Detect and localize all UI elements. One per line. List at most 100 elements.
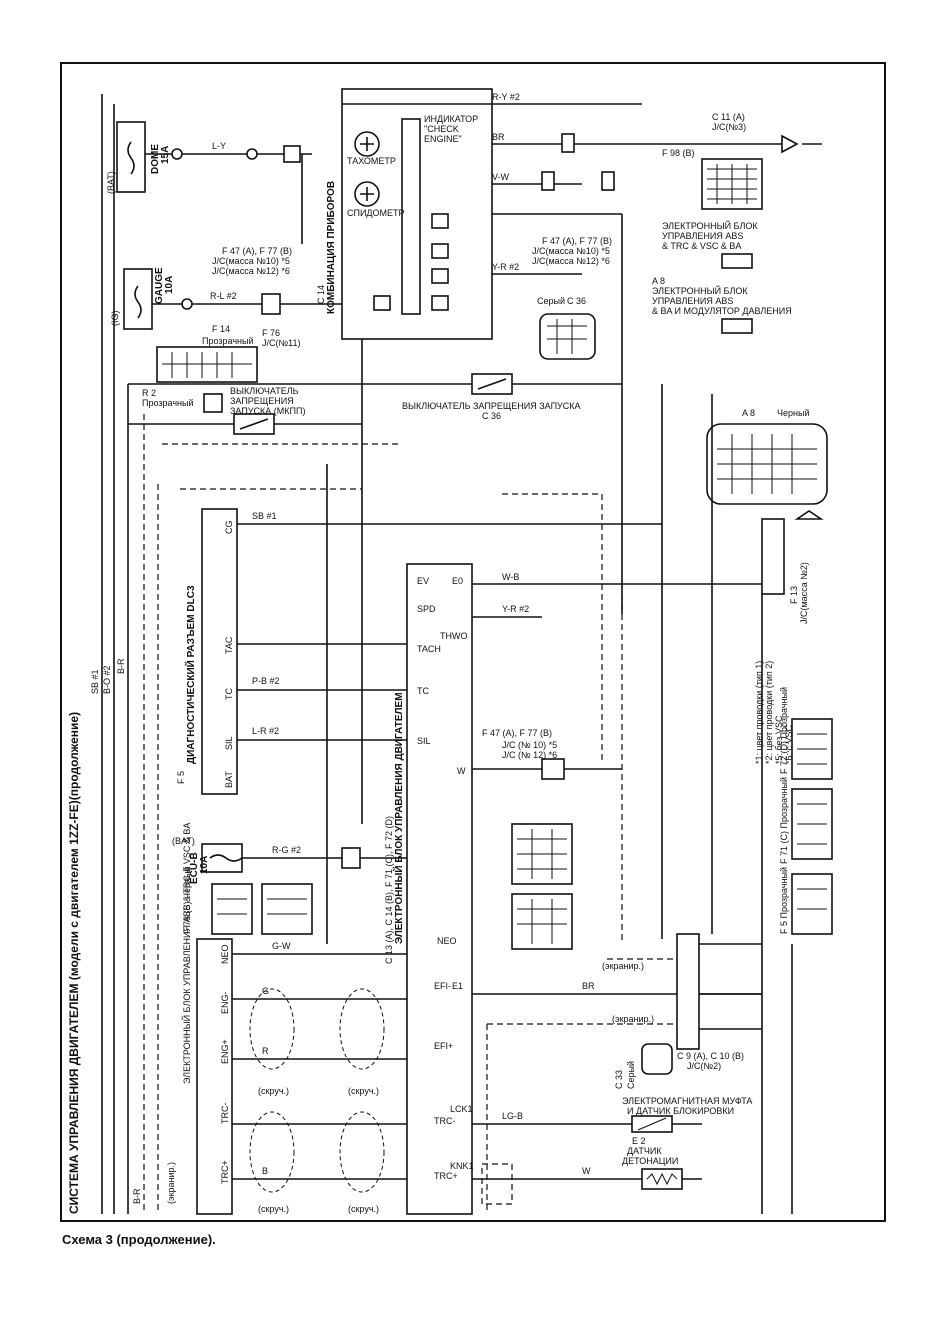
abs-ecu-label-3: & TRC & VSC & BA [662,241,741,251]
ecu-pin-knk1: KNK1 [450,1161,474,1171]
abs-ecu-label-2: УПРАВЛЕНИЯ ABS [662,231,743,241]
lockup-solenoid: ЭЛЕКТРОМАГНИТНАЯ МУФТА И ДАТЧИК БЛОКИРОВ… [622,1096,752,1146]
connector-a8-black: A 8 Черный [706,408,828,505]
wire-wb-label: SB #1 [252,511,277,521]
abs-ecu-top: ЭЛЕКТРОННЫЙ БЛОК УПРАВЛЕНИЯ ABS & TRC & … [652,148,792,334]
dlc3-pin-tc: TC [224,688,234,700]
a8-id: A 8 [742,408,755,418]
ecu-pin-lck1: LCK1 [450,1104,473,1114]
ecu-connector-pictures [211,823,573,950]
left-wire-label-br1: B-R [116,658,126,674]
wire-rg-label: R-G #2 [272,845,301,855]
dome-label: DOME [150,144,161,174]
wire-lgb-label: LG-B [502,1111,523,1121]
c36-id: C 36 [567,296,586,306]
combination-meter: ТАХОМЕТР СПИДОМЕТР ИНДИКАТОР "CHECK ENGI… [316,88,493,340]
diagram-sheet: СИСТЕМА УПРАВЛЕНИЯ ДВИГАТЕЛЕМ (модели с … [60,62,886,1222]
abs-f98-id: F 98 (B) [662,148,695,158]
note-4: *6: с VSC [784,724,794,764]
ecu-pin-thwo: THWO [440,631,468,641]
jc4-block: F 47 (A), F 77 (B) J/C (№ 10) *5 J/C (№ … [482,728,565,780]
abs-ecu2-label-1: ЭЛЕКТРОННЫЙ БЛОК [652,285,748,296]
left-wire-label-shield: (экранир.) [166,1162,176,1204]
wire-vw-label: V-W [492,172,510,182]
engine-ecu-label: ЭЛЕКТРОННЫЙ БЛОК УПРАВЛЕНИЯ ДВИГАТЕЛЕМ [392,692,405,944]
at-switch-id: C 36 [482,411,501,421]
connector-c36: Серый C 36 [537,296,596,360]
wiring-diagram: СИСТЕМА УПРАВЛЕНИЯ ДВИГАТЕЛЕМ (модели с … [67,88,833,1215]
fuse-ecub: (BAT) ECU-B 10A R-G #2 [172,836,407,884]
c33-color: Серый [626,1061,636,1089]
wire-spd-label: Y-R #2 [502,604,529,614]
figure-caption: Схема 3 (продолжение). [62,1232,216,1247]
shield-label-2: (экранир.) [612,1014,654,1024]
jc1-id: F 47 (A), F 77 (B) [222,246,292,256]
ecu-pin-neo: NEO [437,936,457,946]
indicator-label-2: "CHECK [424,124,459,134]
wire-r-label: R [262,1046,269,1056]
ecub-rating: 10A [199,856,210,874]
wire-gw-label: G-W [272,941,291,951]
left-wire-label-br2: B-R [132,1188,142,1204]
mt-switch-label-3: ЗАПУСКА (МКПП) [230,406,305,416]
jc4-id: F 47 (A), F 77 (B) [482,728,552,738]
twisted-label-2: (скруч.) [348,1086,379,1096]
abs-pin-neo: NEO [220,944,230,964]
wire-e1-label: BR [582,981,595,991]
clutch-id: E 2 [632,1136,646,1146]
knock-label-2: ДЕТОНАЦИИ [622,1156,678,1166]
jc6-mass12: J/C(масса №12) *6 [532,256,610,266]
jc3-label: J/C(№3) [712,122,746,132]
wire-lr-label: L-R #2 [252,726,279,736]
right-connectors: F 72 (D) Прозрачный F 71 (C) Прозрачный … [182,687,833,935]
tachometer-label: ТАХОМЕТР [347,156,396,166]
knock-label-1: ДАТЧИК [627,1146,662,1156]
mt-switch-color: Прозрачный [142,398,193,408]
wire-ly-label: L-Y [212,141,226,151]
at-switch-label: ВЫКЛЮЧАТЕЛЬ ЗАПРЕЩЕНИЯ ЗАПУСКА [402,401,581,411]
label-bat1: (BAT) [106,171,116,194]
ecu-pin-efi-minus: EFI- [434,981,451,991]
f14-color: Прозрачный [202,336,253,346]
ecu-pin-e1: E1 [452,981,463,991]
wire-br-label: BR [492,132,505,142]
speedometer-label: СПИДОМЕТР [347,208,405,218]
diagram-title: СИСТЕМА УПРАВЛЕНИЯ ДВИГАТЕЛЕМ (модели с … [67,712,81,1214]
jc1-mass10: J/C(масса №10) *5 [212,256,290,266]
jc11-label: J/C(№11) [262,338,301,348]
c36-color: Серый [537,296,565,306]
twisted-label-1: (скруч.) [258,1086,289,1096]
ecu-pin-tach: TACH [417,644,441,654]
dlc3-id: F 5 [176,771,186,784]
dlc3-pin-sil: SIL [224,736,234,750]
jc4-no12: J/C (№ 12) *6 [502,750,557,760]
ecub-label: ECU-B [189,852,200,884]
ecu-pin-spd: SPD [417,604,436,614]
gauge-rating: 10A [164,276,175,294]
abs-pin-trc-plus: TRC+ [220,1160,230,1184]
mt-switch-id: R 2 [142,388,156,398]
jc6-mass10: J/C(масса №10) *5 [532,246,610,256]
connector-c33: C 33 Серый C 9 (A), C 10 (B) J/C(№2) [614,1043,744,1089]
jc5-label: J/C(№2) [687,1061,721,1071]
abs-ecu2-id: A 8 [652,276,665,286]
abs-ecu2-label-2: УПРАВЛЕНИЯ ABS [652,296,733,306]
dlc3-pin-bat: BAT [224,771,234,788]
gauge-label: GAUGE [154,267,165,304]
abs-pin-trc-minus: TRC- [220,1103,230,1125]
abs-ecu2-label-3: & BA И МОДУЛЯТОР ДАВЛЕНИЯ [652,306,792,316]
connector-f71-label: F 71 (C) Прозрачный [779,777,789,864]
dome-rating: 15A [160,146,171,164]
label-ig: (IG) [110,311,120,327]
fuse-dome: (BAT) DOME 15A L-Y [106,121,312,194]
clutch-label-1: ЭЛЕКТРОМАГНИТНАЯ МУФТА [622,1096,752,1106]
abs-ecu-label-1: ЭЛЕКТРОННЫЙ БЛОК [662,220,758,231]
wire-e0-label: W-B [502,572,519,582]
abs-ecu-left: ЭЛЕКТРОННЫЙ БЛОК УПРАВЛЕНИЯ ABS & TRC & … [181,823,407,1215]
wire-rl-label: R-L #2 [210,291,237,301]
jc4-no10: J/C (№ 10) *5 [502,740,557,750]
combination-meter-label: КОМБИНАЦИЯ ПРИБОРОВ [326,181,337,314]
left-wire-bundle: SB #1 B-O #2 B-R B-R (экранир.) [90,94,176,1214]
wire-ry-label: R-Y #2 [492,92,520,102]
wire-knk-label: W [582,1166,591,1176]
